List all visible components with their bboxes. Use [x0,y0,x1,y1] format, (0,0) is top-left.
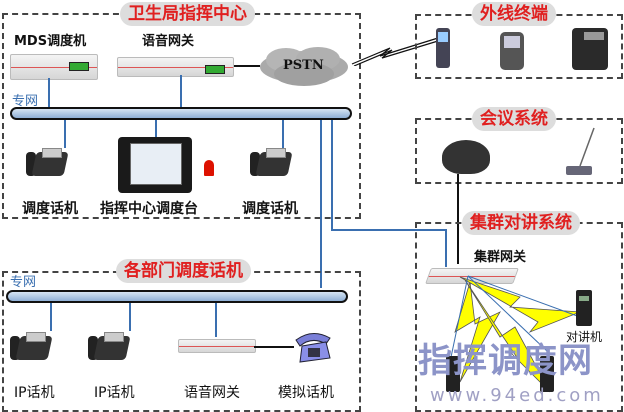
dept-voice-gateway-device[interactable] [178,339,256,353]
pstn-cloud-icon[interactable] [256,44,352,90]
console-label: 指挥中心调度台 [100,201,198,217]
voice-gateway-label: 语音网关 [142,34,195,49]
mds-device[interactable] [10,54,98,80]
dept-voice-gateway-label: 语音网关 [184,385,240,401]
departments-network-bus [6,290,348,303]
desk-phone-icon[interactable] [572,28,608,70]
watermark-text: 指挥调度网 [418,341,593,381]
watermark-url: www.94ed.com [430,385,604,406]
external-terminals-title: 外线终端 [472,2,556,26]
bus-to-trunking-link-v2 [445,229,447,267]
gooseneck-microphone-icon[interactable] [560,126,600,178]
alarm-light-icon [204,160,214,176]
phone-right-link [282,120,284,148]
ip-phone-1-link [50,303,52,331]
dispatch-phone-right-label: 调度话机 [242,201,298,217]
ip-phone-1-icon[interactable] [8,330,53,364]
dept-gateway-link [215,303,217,337]
ip-phone-1-label: IP话机 [14,385,55,401]
trunking-title: 集群对讲系统 [462,211,580,235]
ip-phone-2-icon[interactable] [86,330,131,364]
radio-links-icon [449,275,581,393]
command-network-bus [10,107,352,120]
radio-right-icon[interactable] [576,290,592,326]
mds-label: MDS调度机 [14,34,87,49]
phone-left-link [64,120,66,148]
command-center-title: 卫生局指挥中心 [120,2,255,26]
ip-phone-2-label: IP话机 [94,385,135,401]
conference-trunk-link [457,174,459,264]
analog-phone-label: 模拟话机 [278,385,334,401]
bus-to-trunking-link-v [331,120,333,230]
console-link [155,120,157,138]
conference-phone-icon[interactable] [442,140,490,174]
command-network-label: 专网 [12,94,39,109]
ip-phone-2-link [129,303,131,331]
gateway-link [180,75,182,108]
radio-center-icon[interactable] [540,356,554,392]
conference-title: 会议系统 [472,107,556,131]
gateway-pstn-link [234,65,260,67]
dispatch-phone-right-icon[interactable] [248,146,293,180]
radio-left-icon[interactable] [446,356,460,392]
gateway-analog-link [254,346,294,348]
analog-phone-icon[interactable] [292,328,334,364]
mds-link [48,78,50,108]
departments-network-label: 专网 [10,275,37,290]
dispatch-phone-left-label: 调度话机 [22,201,78,217]
console-device-icon[interactable] [118,137,192,193]
smartphone-icon[interactable] [500,32,524,70]
pstn-label: PSTN [283,58,324,73]
bus-to-trunking-link-h [331,229,445,231]
bus-to-departments-link [320,120,322,288]
pstn-wireless-link-icon [351,37,439,66]
voice-gateway-device[interactable] [117,57,234,77]
radio-label: 对讲机 [566,330,603,344]
departments-title: 各部门调度话机 [116,259,251,283]
mobile-phone-icon[interactable] [436,28,450,68]
dispatch-phone-left-icon[interactable] [24,146,69,180]
trunk-gateway-label: 集群网关 [474,250,527,265]
